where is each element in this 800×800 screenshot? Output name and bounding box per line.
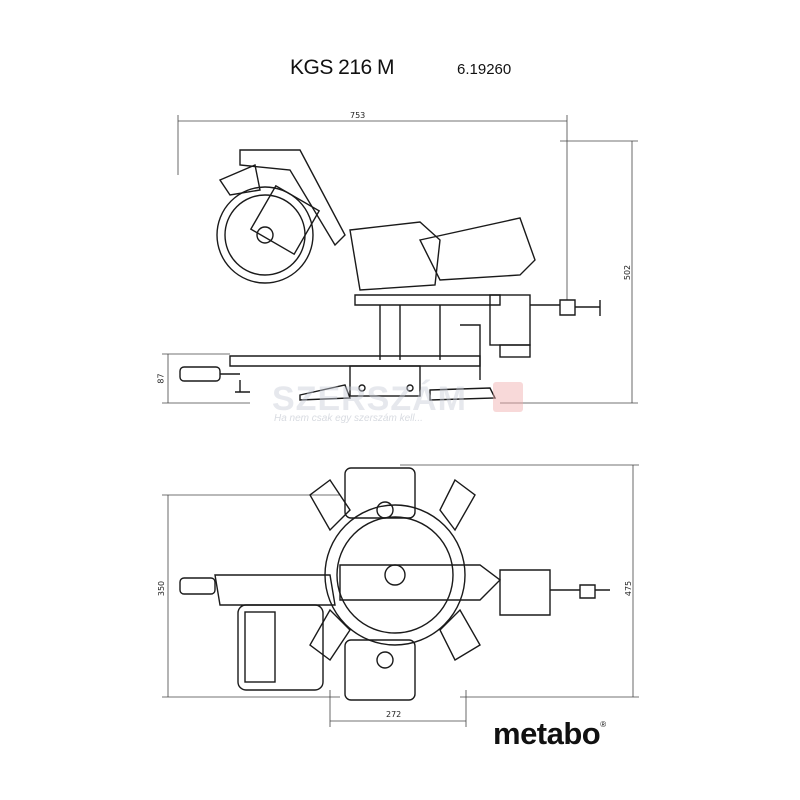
watermark-name: SZERSZÁM <box>272 380 467 418</box>
dimension-502: 502 <box>623 264 633 281</box>
article-number: 6.19260 <box>457 61 512 78</box>
dimension-272: 272 <box>386 710 402 719</box>
dimension-350: 350 <box>157 580 167 597</box>
watermark-plus-icon <box>493 382 523 412</box>
watermark-tagline: Ha nem csak egy szerszám kell... <box>274 413 423 424</box>
side-view-drawing <box>179 149 601 401</box>
top-view-drawing <box>179 467 610 701</box>
model-title: KGS 216 M <box>290 56 395 79</box>
dimension-475: 475 <box>624 580 634 597</box>
dimension-753: 753 <box>350 111 366 120</box>
metabo-logo: metabo® <box>493 716 606 752</box>
dimension-lines <box>162 115 639 727</box>
logo-text: metabo <box>493 716 601 751</box>
dimension-87: 87 <box>156 373 166 384</box>
registered-mark: ® <box>600 720 606 729</box>
